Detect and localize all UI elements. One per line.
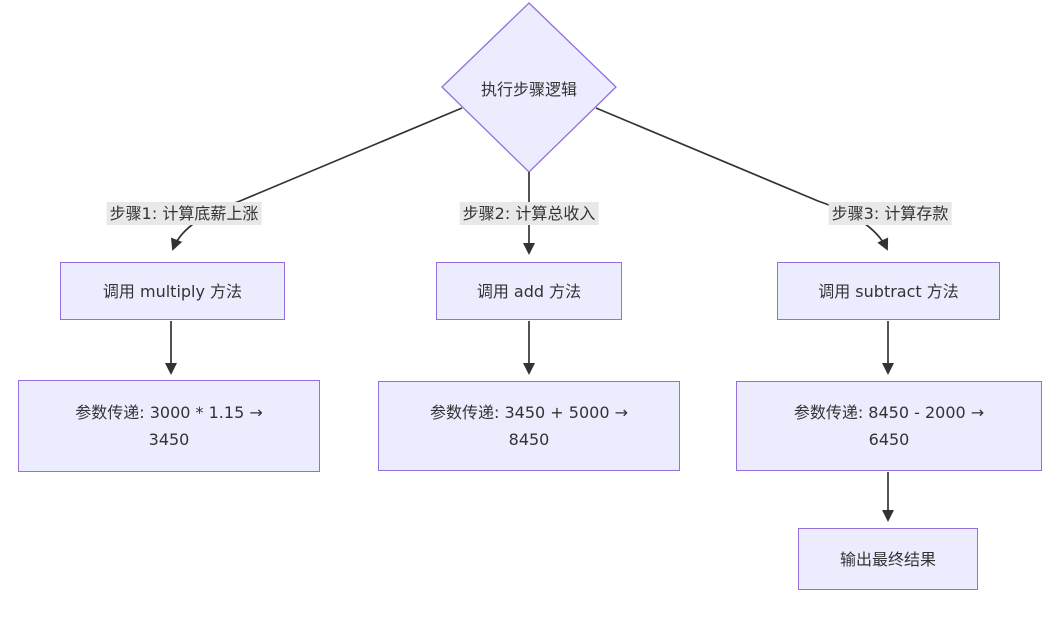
- node-call-multiply-label: 调用 multiply 方法: [102, 281, 243, 301]
- node-call-subtract: 调用 subtract 方法: [777, 262, 1000, 320]
- node-params-multiply: 参数传递: 3000 * 1.15 → 3450: [18, 380, 320, 472]
- node-params-add: 参数传递: 3450 + 5000 → 8450: [378, 381, 680, 471]
- edge-label-step3: 步骤3: 计算存款: [828, 202, 952, 225]
- edge-label-step1: 步骤1: 计算底薪上涨: [106, 202, 262, 225]
- edge-decision-to-multiply: [170, 107, 463, 251]
- node-output-result-label: 输出最终结果: [839, 549, 936, 569]
- node-params-multiply-line1: 参数传递: 3000 * 1.15 →: [75, 403, 263, 422]
- node-call-add-label: 调用 add 方法: [476, 281, 582, 301]
- edge-label-step2: 步骤2: 计算总收入: [459, 202, 599, 225]
- node-params-subtract: 参数传递: 8450 - 2000 → 6450: [736, 381, 1042, 471]
- decision-node-label: 执行步骤逻辑: [480, 79, 577, 99]
- node-params-add-line2: 8450: [508, 430, 550, 449]
- edge-decision-to-subtract: [595, 107, 889, 251]
- node-params-subtract-line2: 6450: [868, 430, 910, 449]
- node-params-subtract-line1: 参数传递: 8450 - 2000 →: [793, 403, 985, 422]
- node-call-add: 调用 add 方法: [436, 262, 622, 320]
- node-params-multiply-line2: 3450: [148, 430, 190, 449]
- node-params-add-line1: 参数传递: 3450 + 5000 →: [430, 403, 628, 422]
- node-call-subtract-label: 调用 subtract 方法: [818, 281, 959, 301]
- node-call-multiply: 调用 multiply 方法: [60, 262, 285, 320]
- node-output-result: 输出最终结果: [798, 528, 978, 590]
